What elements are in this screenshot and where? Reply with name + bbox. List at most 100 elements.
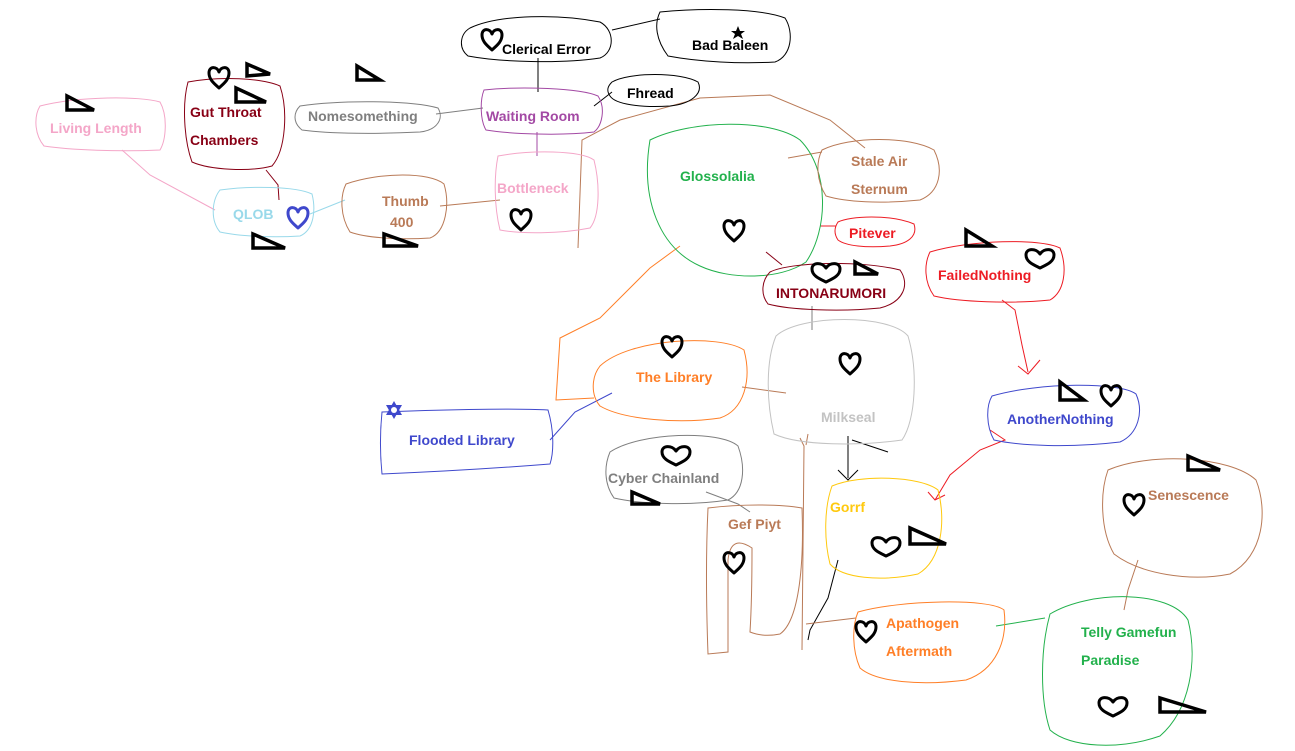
outline-telly-gamefun	[1042, 596, 1193, 746]
node-label-fhread: Fhread	[627, 85, 674, 101]
outline-cyber-chainland	[605, 434, 744, 505]
connections	[121, 18, 1139, 651]
node-label-thumb-400: 400	[390, 214, 414, 230]
heart-icon	[870, 536, 902, 558]
outline-gut-throat	[184, 78, 286, 170]
outline-gef-piyt	[706, 504, 803, 655]
triangle-icon	[1158, 695, 1207, 714]
outline-senescence	[1102, 458, 1263, 578]
edge-qlob-thumb	[309, 199, 346, 215]
edge-bottleneck-staleair	[577, 94, 866, 249]
heart-icon	[1099, 384, 1123, 408]
edge-library-milkseal	[741, 386, 787, 394]
heart-icon	[480, 28, 504, 52]
heart-icon	[207, 66, 231, 90]
outline-fhread	[607, 74, 700, 107]
outline-failednothing	[925, 241, 1065, 303]
triangle-markers	[65, 61, 1221, 714]
heart-icon	[854, 620, 878, 644]
outline-the-library	[592, 340, 748, 422]
outline-bad-baleen	[656, 9, 791, 64]
outline-pitever	[834, 216, 916, 248]
heart-icon	[1122, 493, 1146, 517]
outline-stale-air	[817, 139, 940, 203]
heart-icon	[722, 551, 746, 575]
node-label-living-length: Living Length	[50, 120, 142, 136]
node-label-the-library: The Library	[636, 369, 712, 385]
star-icon	[731, 26, 745, 39]
node-outlines	[35, 9, 1263, 746]
node-label-apathogen-aftermath: Apathogen	[886, 615, 959, 631]
edge-clerical-badbaleen	[611, 18, 661, 31]
heart-icon	[1024, 248, 1056, 270]
triangle-icon	[1058, 378, 1090, 402]
triangle-icon	[853, 259, 879, 276]
edge-apathogen-telly	[995, 617, 1046, 627]
edge-library-flooded	[549, 392, 613, 441]
node-label-glossolalia: Glossolalia	[680, 168, 755, 184]
heart-icon	[660, 445, 692, 467]
node-label-anothernothing: AnotherNothing	[1007, 411, 1114, 427]
triangle-icon	[908, 525, 947, 546]
node-label-clerical-error: Clerical Error	[502, 41, 591, 57]
edge-gut-qlob	[265, 169, 280, 201]
node-label-cyber-chainland: Cyber Chainland	[608, 470, 719, 486]
triangle-icon	[630, 489, 661, 506]
heart-icon	[1097, 696, 1129, 718]
heart-icon	[810, 262, 842, 284]
edge-milkseal-gorrf	[837, 436, 889, 481]
triangle-icon	[245, 61, 271, 78]
node-label-gorrf: Gorrf	[830, 499, 865, 515]
outline-milkseal	[767, 319, 915, 445]
outline-bottleneck	[494, 151, 599, 234]
node-label-thumb-400: Thumb	[382, 193, 429, 209]
node-label-gut-throat-chambers: Gut Throat	[190, 104, 262, 120]
node-label-senescence: Senescence	[1148, 487, 1229, 503]
edge-thumb-bottleneck	[439, 199, 501, 207]
edge-cyber-gef	[705, 491, 751, 513]
outline-waiting-room	[480, 87, 603, 135]
outline-glossolalia	[646, 123, 823, 277]
edge-gloss-library	[555, 245, 681, 401]
node-label-gut-throat-chambers: Chambers	[190, 132, 259, 148]
node-label-bottleneck: Bottleneck	[497, 180, 569, 196]
node-label-milkseal: Milkseal	[821, 409, 875, 425]
heart-icon	[838, 352, 862, 376]
heart-icon	[722, 219, 746, 243]
node-label-intonarumori: INTONARUMORI	[776, 285, 886, 301]
triangle-icon	[1186, 453, 1221, 472]
edge-gef-apathogen	[805, 617, 857, 625]
triangle-icon	[355, 62, 387, 82]
star-of-david-icon	[386, 401, 402, 419]
outline-living-length	[35, 97, 166, 152]
outline-anothernothing	[987, 384, 1140, 447]
node-label-pitever: Pitever	[849, 225, 896, 241]
node-label-nomesomething: Nomesomething	[308, 108, 418, 124]
edge-failed-another	[1001, 299, 1041, 375]
edge-gloss-into	[765, 251, 783, 266]
node-label-apathogen-aftermath: Aftermath	[886, 643, 952, 659]
heart-icon	[660, 335, 684, 359]
triangle-icon	[251, 231, 286, 250]
special-markers	[386, 26, 745, 419]
node-label-qlob: QLOB	[233, 206, 273, 222]
node-label-stale-air-sternum: Stale Air	[851, 153, 908, 169]
outline-gorrf	[825, 477, 943, 579]
heart-icon	[509, 208, 533, 232]
node-label-telly-gamefun-paradise: Telly Gamefun	[1081, 624, 1176, 640]
node-label-flooded-library: Flooded Library	[409, 432, 515, 448]
edge-gorrf-apathogen	[807, 559, 839, 641]
triangle-icon	[964, 226, 999, 248]
outline-clerical-error	[461, 16, 612, 63]
edge-nome-waiting	[435, 107, 484, 115]
triangle-icon	[65, 93, 95, 112]
outline-flooded-library	[380, 408, 554, 475]
outline-apathogen	[853, 601, 1006, 684]
outline-qlob	[212, 186, 315, 238]
node-label-stale-air-sternum: Sternum	[851, 181, 908, 197]
edge-another-gorrf	[927, 429, 1007, 501]
triangle-icon	[382, 231, 419, 248]
node-label-telly-gamefun-paradise: Paradise	[1081, 652, 1140, 668]
